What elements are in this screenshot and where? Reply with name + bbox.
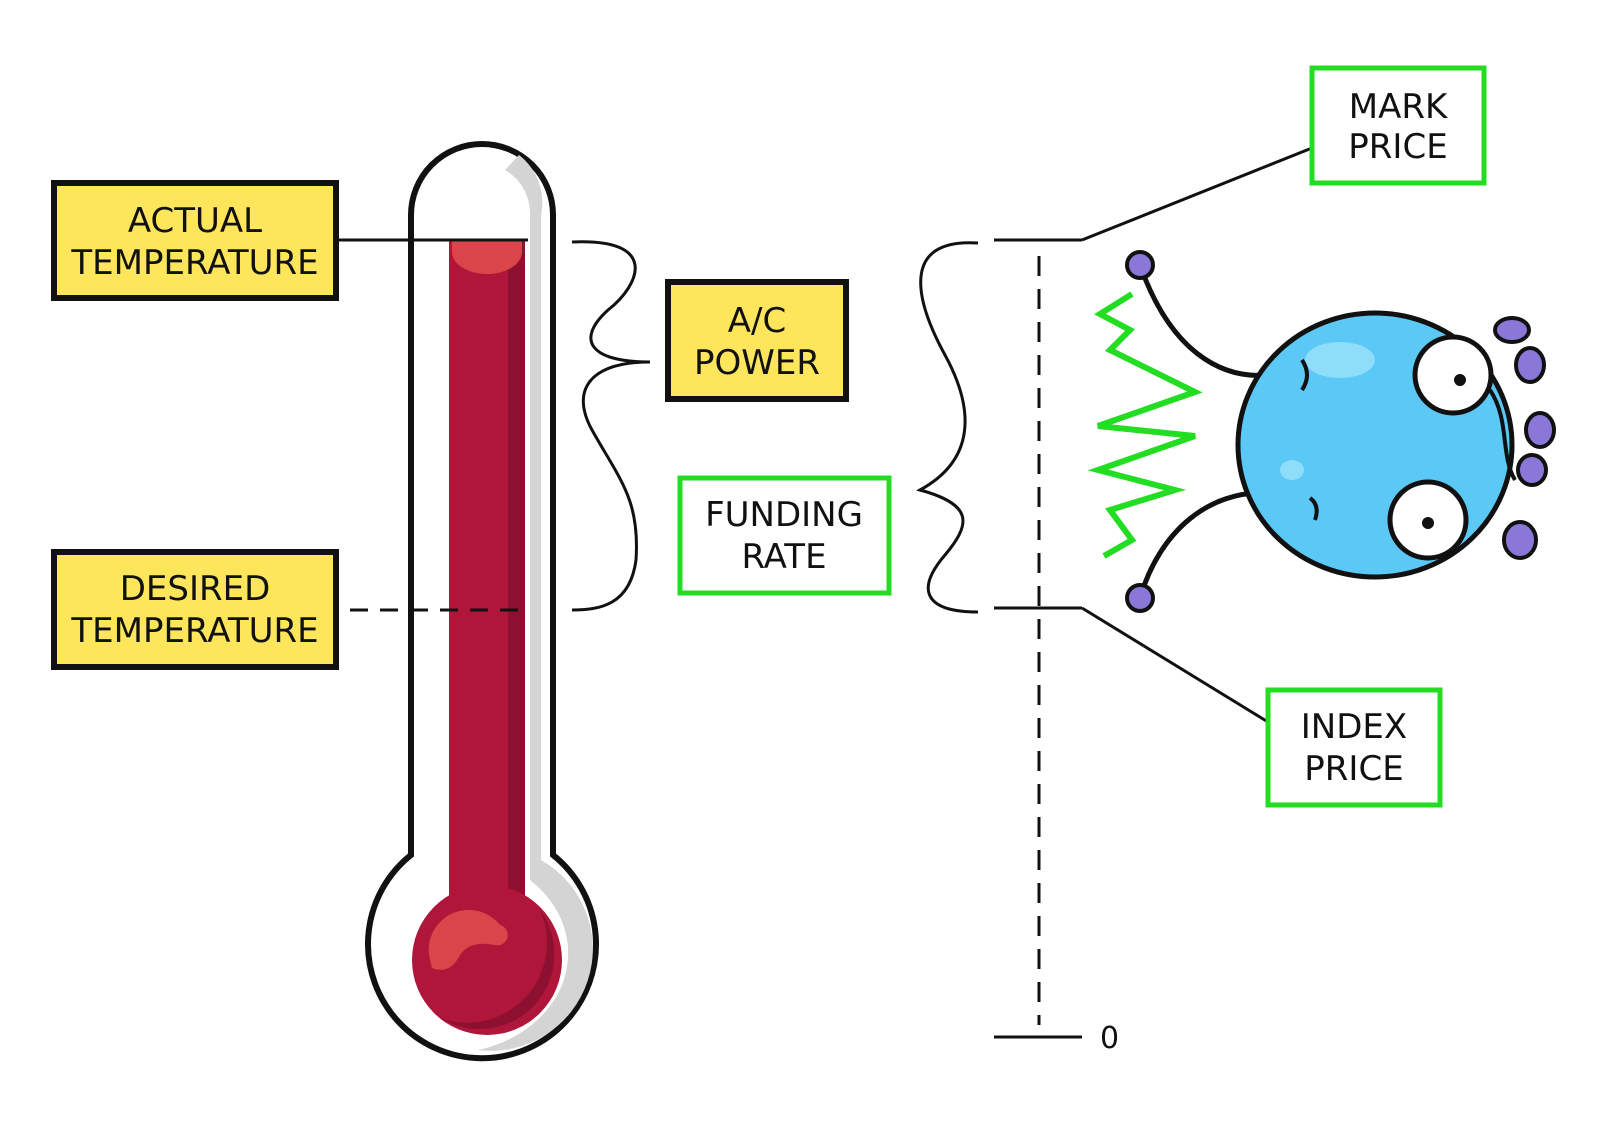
antenna-top-ball [1125,250,1155,280]
zigzag-oscillation-icon [1087,291,1203,559]
index-price-leader [1081,606,1269,724]
ac-power-line1: A/C [728,301,786,341]
funding-rate-line2: RATE [741,537,826,577]
funding-rate-label: FUNDING RATE [677,475,892,596]
desired-temperature-line1: DESIRED [120,569,271,609]
thermometer-icon [365,141,599,1062]
funding-rate-brace [916,241,979,614]
actual-temperature-line1: ACTUAL [128,201,262,241]
actual-temperature-label: ACTUAL TEMPERATURE [51,180,339,301]
antenna-top [1137,264,1271,379]
index-price-label: INDEX PRICE [1265,687,1443,808]
mercury-shadow [508,240,525,900]
bulb-shadow [440,910,555,1030]
desired-temperature-label: DESIRED TEMPERATURE [51,549,339,670]
ac-power-label: A/C POWER [665,279,849,402]
antenna-bottom [1137,490,1269,599]
mark-price-label: MARK PRICE [1309,65,1487,186]
index-price-line2: PRICE [1304,749,1403,789]
ac-power-line2: POWER [694,343,820,383]
mark-price-line2: PRICE [1348,127,1447,167]
tube-shading [478,155,593,1051]
creature-eye-top [1412,334,1494,416]
blue-blob-creature-icon [1125,250,1556,613]
index-price-line1: INDEX [1301,707,1407,747]
mercury-top-highlight [452,240,522,274]
bulb-highlight [428,909,508,970]
ac-power-brace [571,240,651,612]
funding-rate-line1: FUNDING [705,495,863,535]
zero-label: 0 [1100,1021,1119,1056]
actual-temperature-line2: TEMPERATURE [70,243,318,283]
mark-price-line1: MARK [1349,87,1449,127]
mark-price-leader [1081,146,1313,242]
desired-temperature-line2: TEMPERATURE [70,611,318,651]
antenna-bottom-ball [1125,583,1155,613]
